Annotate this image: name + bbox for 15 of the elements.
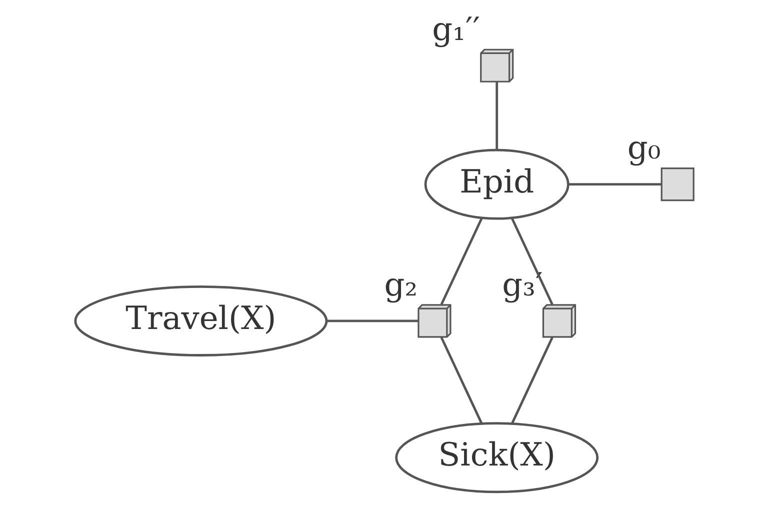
node-ellipse: Epid (424, 148, 570, 220)
node-label: g₀ (627, 128, 661, 167)
connector (440, 336, 483, 424)
node-label: g₂ (384, 265, 418, 304)
connector (440, 217, 484, 305)
connector (510, 336, 554, 424)
connector (510, 217, 554, 305)
connector (326, 320, 418, 322)
node-label: g₁′′ (432, 10, 480, 48)
connector (568, 183, 662, 186)
node-box (660, 168, 694, 202)
node-label: g₃′ (502, 265, 543, 304)
node-ellipse: Sick(X) (395, 422, 599, 494)
node-ellipse: Travel(X) (74, 286, 328, 356)
connector (496, 82, 498, 150)
